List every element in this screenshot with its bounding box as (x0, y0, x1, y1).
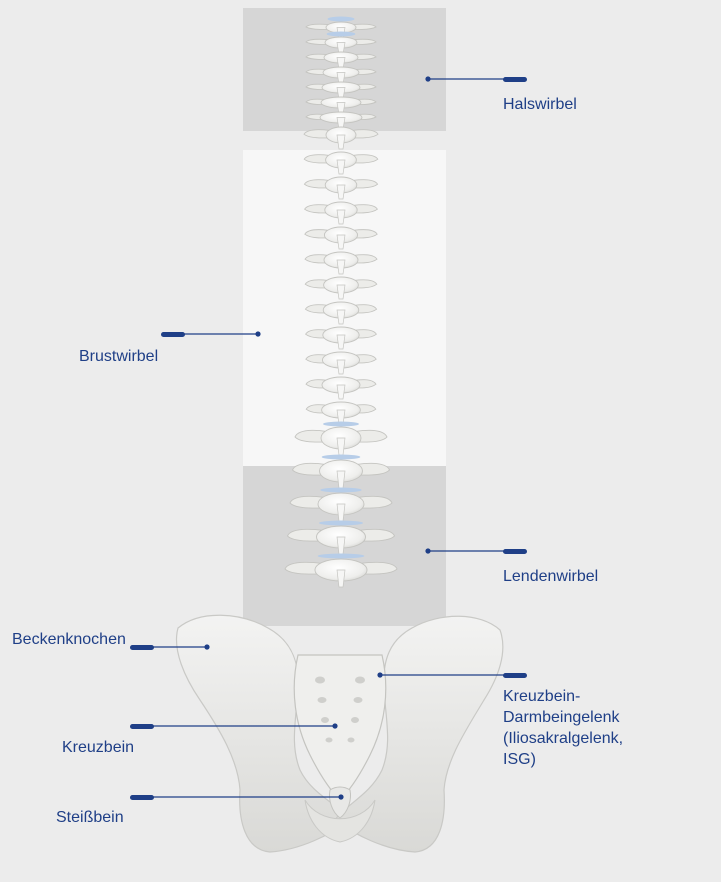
intervertebral-disc (320, 488, 361, 493)
label-steissbein: Steißbein (56, 807, 124, 828)
label-isg: Kreuzbein- Darmbeingelenk (Iliosakralgel… (503, 686, 623, 770)
label-kreuzbein: Kreuzbein (62, 737, 134, 758)
label-beckenknochen: Beckenknochen (12, 629, 126, 650)
label-lendenwirbel: Lendenwirbel (503, 566, 598, 587)
intervertebral-disc (323, 422, 359, 427)
pelvis-illustration (177, 615, 503, 852)
spinous-process (337, 135, 345, 149)
vertebra (304, 127, 378, 149)
label-halswirbel: Halswirbel (503, 94, 577, 115)
intervertebral-disc (318, 554, 365, 559)
intervertebral-disc (319, 521, 363, 526)
intervertebral-disc (322, 455, 361, 460)
intervertebral-disc (327, 32, 356, 37)
intervertebral-disc (328, 17, 355, 22)
sacrum-bone (294, 655, 386, 800)
label-brustwirbel: Brustwirbel (79, 346, 158, 367)
